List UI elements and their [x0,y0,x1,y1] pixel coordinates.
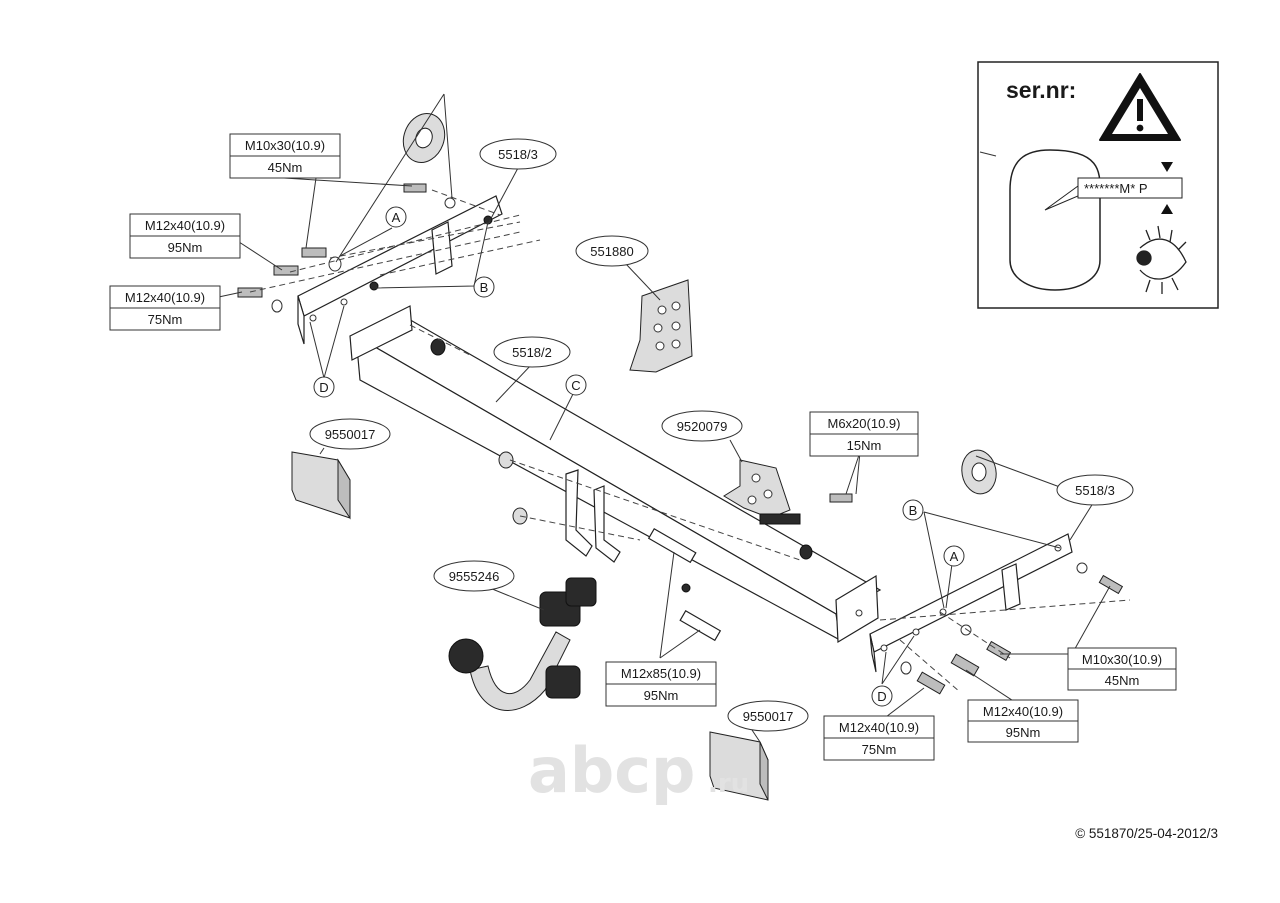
serial-plate [1077,177,1183,199]
part-label-5518-3-left: 5518/3 [479,138,557,170]
svg-text:9520079: 9520079 [677,419,728,434]
bolt-m12x85-lower [679,609,722,642]
bolt-m12-right-upper [950,653,980,677]
svg-text:75Nm: 75Nm [148,312,183,327]
serial-plate-text: *******M* P [1084,181,1148,196]
spacer-block-right [709,731,769,801]
svg-text:M10x30(10.9): M10x30(10.9) [245,138,325,153]
spec-box-m6: M6x20(10.9) 15Nm [809,411,919,457]
svg-text:45Nm: 45Nm [1105,673,1140,688]
svg-text:45Nm: 45Nm [268,160,303,175]
arrow-up-icon [1161,204,1173,214]
part-label-551880: 551880 [575,235,649,267]
spacer-block-left [291,451,351,520]
right-side-bracket [869,533,1073,673]
towball-mounting-plates [498,451,801,642]
callout-a-left: A [385,206,407,228]
crossbar [349,305,882,644]
watermark-main: abcp [528,734,695,807]
spec-box-m12-left-upper: M12x40(10.9) 95Nm [129,213,241,259]
spec-box-m10-right: M10x30(10.9) 45Nm [1067,647,1177,691]
svg-text:5518/2: 5518/2 [512,345,552,360]
callout-d-right: D [871,685,893,707]
part-label-5518-3-right: 5518/3 [1056,474,1134,506]
warning-icon [1099,73,1181,141]
spec-box-m12-left-lower: M12x40(10.9) 75Nm [109,285,221,331]
socket-bracket [723,459,853,560]
callout-a-right: A [943,545,965,567]
callout-b-left: B [473,276,495,298]
svg-text:M6x20(10.9): M6x20(10.9) [828,416,901,431]
callout-c: C [565,374,587,396]
bolt-m12x85-upper [647,527,697,564]
leader-lines [213,93,1111,743]
bolt-m6 [829,493,853,503]
copyright-footer: © 551870/25-04-2012/3 [1075,826,1218,841]
callout-b-right: B [902,499,924,521]
watermark-suffix: .ru [708,769,749,799]
svg-text:M12x40(10.9): M12x40(10.9) [145,218,225,233]
part-label-9550017-left: 9550017 [309,418,391,450]
right-fasteners [879,449,1131,695]
spec-box-m12x85: M12x85(10.9) 95Nm [605,661,717,707]
svg-text:9555246: 9555246 [449,569,500,584]
part-label-9520079: 9520079 [661,410,743,442]
left-fasteners [237,113,541,313]
spec-box-m12-right-upper: M12x40(10.9) 95Nm [967,699,1079,743]
part-label-5518-2: 5518/2 [493,336,571,368]
eye-icon [1136,225,1187,294]
arrow-down-icon [1161,162,1173,172]
svg-text:9550017: 9550017 [743,709,794,724]
svg-text:M10x30(10.9): M10x30(10.9) [1082,652,1162,667]
svg-text:75Nm: 75Nm [862,742,897,757]
bolt-m10-left [403,183,427,193]
part-label-9550017-right: 9550017 [727,700,809,732]
svg-text:D: D [877,689,886,704]
svg-text:D: D [319,380,328,395]
serial-title: ser.nr: [1006,77,1076,103]
svg-text:B: B [909,503,918,518]
svg-text:M12x40(10.9): M12x40(10.9) [839,720,919,735]
svg-text:95Nm: 95Nm [1006,725,1041,740]
svg-text:A: A [392,210,401,225]
serial-number-panel: ser.nr: *******M* P [977,61,1219,309]
bolt-m12-right-lower [916,671,946,695]
towbar-neck-outline [1009,149,1101,291]
part-label-9555246: 9555246 [433,560,515,592]
svg-text:95Nm: 95Nm [644,688,679,703]
towball [448,577,597,711]
svg-text:C: C [571,378,580,393]
electric-socket-plate [629,279,693,373]
svg-text:15Nm: 15Nm [847,438,882,453]
watermark: abcp .ru [528,734,749,807]
bolt-m10-right [1098,574,1124,595]
svg-text:A: A [950,549,959,564]
left-side-bracket [297,195,503,345]
spec-box-m10-left: M10x30(10.9) 45Nm [229,133,341,179]
svg-text:M12x40(10.9): M12x40(10.9) [125,290,205,305]
spec-box-m12-right-lower: M12x40(10.9) 75Nm [823,715,935,761]
svg-text:M12x85(10.9): M12x85(10.9) [621,666,701,681]
bolt-m12-left-upper [301,247,327,258]
svg-text:95Nm: 95Nm [168,240,203,255]
callout-d-left: D [313,376,335,398]
svg-text:9550017: 9550017 [325,427,376,442]
svg-text:5518/3: 5518/3 [498,147,538,162]
svg-text:M12x40(10.9): M12x40(10.9) [983,704,1063,719]
svg-text:5518/3: 5518/3 [1075,483,1115,498]
svg-text:551880: 551880 [590,244,633,259]
bolt-m12-left-mid [273,265,299,276]
nut-crossbar-left [430,338,446,356]
tow-ball [448,638,484,674]
svg-text:B: B [480,280,489,295]
